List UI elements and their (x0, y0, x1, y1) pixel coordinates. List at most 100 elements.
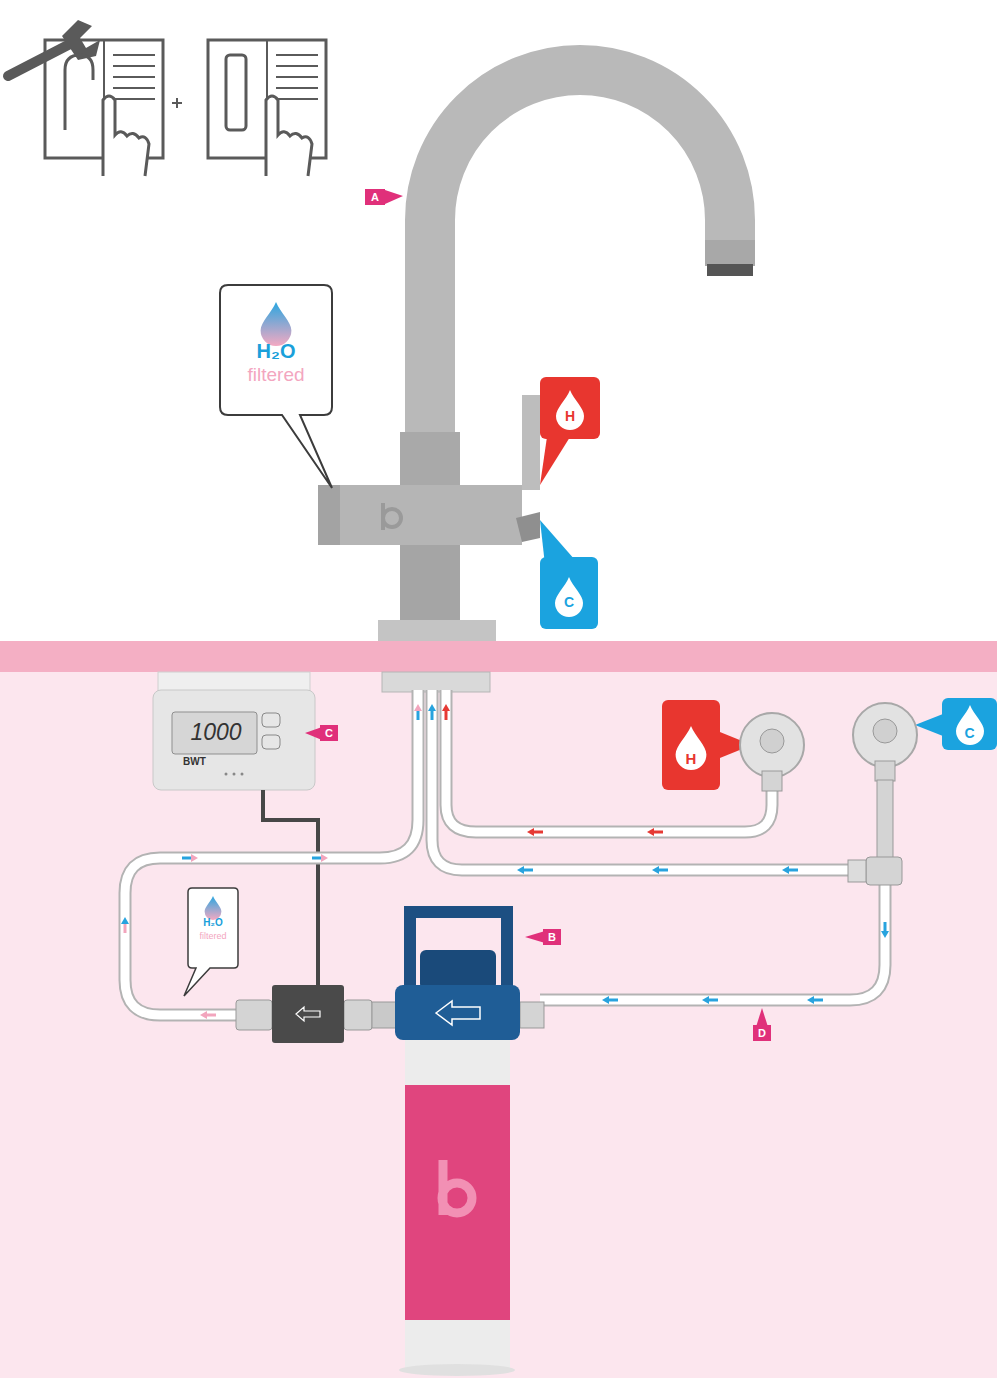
node-text: H₂O (220, 341, 332, 361)
flow-arrow-head (782, 866, 789, 874)
manual-line (113, 87, 155, 89)
manual-line (113, 98, 155, 100)
cartridge-top (405, 1040, 510, 1088)
node-text: filtered (220, 365, 332, 384)
tap-thread (382, 672, 490, 692)
pipe (125, 690, 418, 1015)
plus-symbol (172, 98, 182, 108)
hot-badge: H (540, 377, 600, 439)
manual-line (276, 54, 318, 56)
callout-letter: C (320, 725, 338, 741)
tap-nozzle (705, 240, 755, 266)
hot-badge: H (662, 700, 720, 790)
tee-fitting (866, 857, 902, 885)
cold-lever (516, 512, 540, 542)
pipe-outline (446, 690, 772, 832)
manual-line (113, 65, 155, 67)
callout-tag (320, 725, 338, 741)
pipe-outline (540, 880, 885, 1000)
flow-arrow-head (702, 996, 709, 1004)
manual-line (276, 98, 318, 100)
hand-symbol (103, 96, 149, 176)
filter-illustration (395, 912, 520, 1376)
flow-arrow-head (200, 1011, 207, 1019)
callout-tag (753, 1025, 771, 1041)
flow-arrow-head (191, 854, 198, 862)
node-text: C (942, 726, 997, 740)
cold-badge: C (942, 698, 997, 750)
flow-arrow-head (517, 866, 524, 874)
valve-nut (875, 761, 895, 781)
flow-arrow-head (602, 996, 609, 1004)
speech-bubble-outline (220, 285, 332, 488)
callout-letter: D (753, 1025, 771, 1041)
manual-line (113, 54, 155, 56)
controller-cable (263, 790, 318, 988)
pipe (446, 690, 772, 832)
badge-shape (915, 698, 997, 750)
callout-pointer (756, 1008, 768, 1027)
valve-handle (873, 719, 897, 743)
pipe-outline (432, 690, 870, 870)
pipe-outline (125, 690, 418, 1015)
flow-arrow-head (647, 828, 654, 836)
controller-unit (153, 672, 318, 988)
cartridge-body (405, 1085, 510, 1323)
controller-led (241, 773, 244, 776)
badge-box (662, 700, 720, 790)
callout-bubble: H₂Ofiltered (188, 888, 238, 968)
tap-hub (400, 432, 460, 488)
valve-handle (760, 729, 784, 753)
filter-handle (410, 912, 507, 990)
controller-button (262, 735, 280, 749)
valve-nut (762, 771, 782, 791)
node-text: H (540, 409, 600, 423)
cartridge-foot (399, 1364, 515, 1376)
pipe-fitting (372, 1002, 396, 1028)
callout-tag (365, 189, 385, 205)
callout-pointer (525, 931, 545, 943)
tap-illustration (318, 70, 755, 692)
badge-box (540, 557, 598, 629)
node-text: filtered (188, 932, 238, 941)
wrench-symbol (8, 44, 70, 76)
countertop (0, 641, 997, 672)
water-drop-symbol (205, 896, 222, 920)
node-text: BWT (183, 757, 223, 767)
callout-tag (543, 929, 561, 945)
callout-pointer (385, 190, 403, 204)
controller-led (233, 773, 236, 776)
controller-body (153, 690, 315, 790)
flow-direction-symbol (296, 1007, 320, 1021)
controller-led (225, 773, 228, 776)
manual-line (113, 76, 155, 78)
speech-bubble (184, 888, 238, 996)
flow-direction-symbol (436, 1001, 480, 1025)
cartridge-bottom (405, 1320, 510, 1370)
cartridge-logo (442, 1160, 472, 1215)
pipe (540, 880, 885, 1000)
manual-line (276, 87, 318, 89)
flow-arrow-head (527, 828, 534, 836)
filter-head (395, 985, 520, 1040)
angle-valve (853, 703, 917, 767)
pipe (432, 690, 870, 870)
node-text: H (662, 751, 720, 766)
tap-logo (383, 503, 401, 530)
tap-body (318, 485, 522, 545)
mini-tap-icon (65, 55, 93, 130)
flow-meter (272, 985, 344, 1043)
node-text: C (540, 595, 598, 609)
flow-arrow-head (807, 996, 814, 1004)
callout-letter: A (365, 189, 385, 205)
callout-letter: B (543, 929, 561, 945)
angle-valve (740, 713, 804, 777)
flow-arrow-head (881, 931, 889, 938)
manual-icon (8, 20, 326, 176)
cold-badge: C (540, 557, 598, 629)
badge-shape (540, 377, 600, 485)
speech-bubble-outline (184, 888, 238, 996)
